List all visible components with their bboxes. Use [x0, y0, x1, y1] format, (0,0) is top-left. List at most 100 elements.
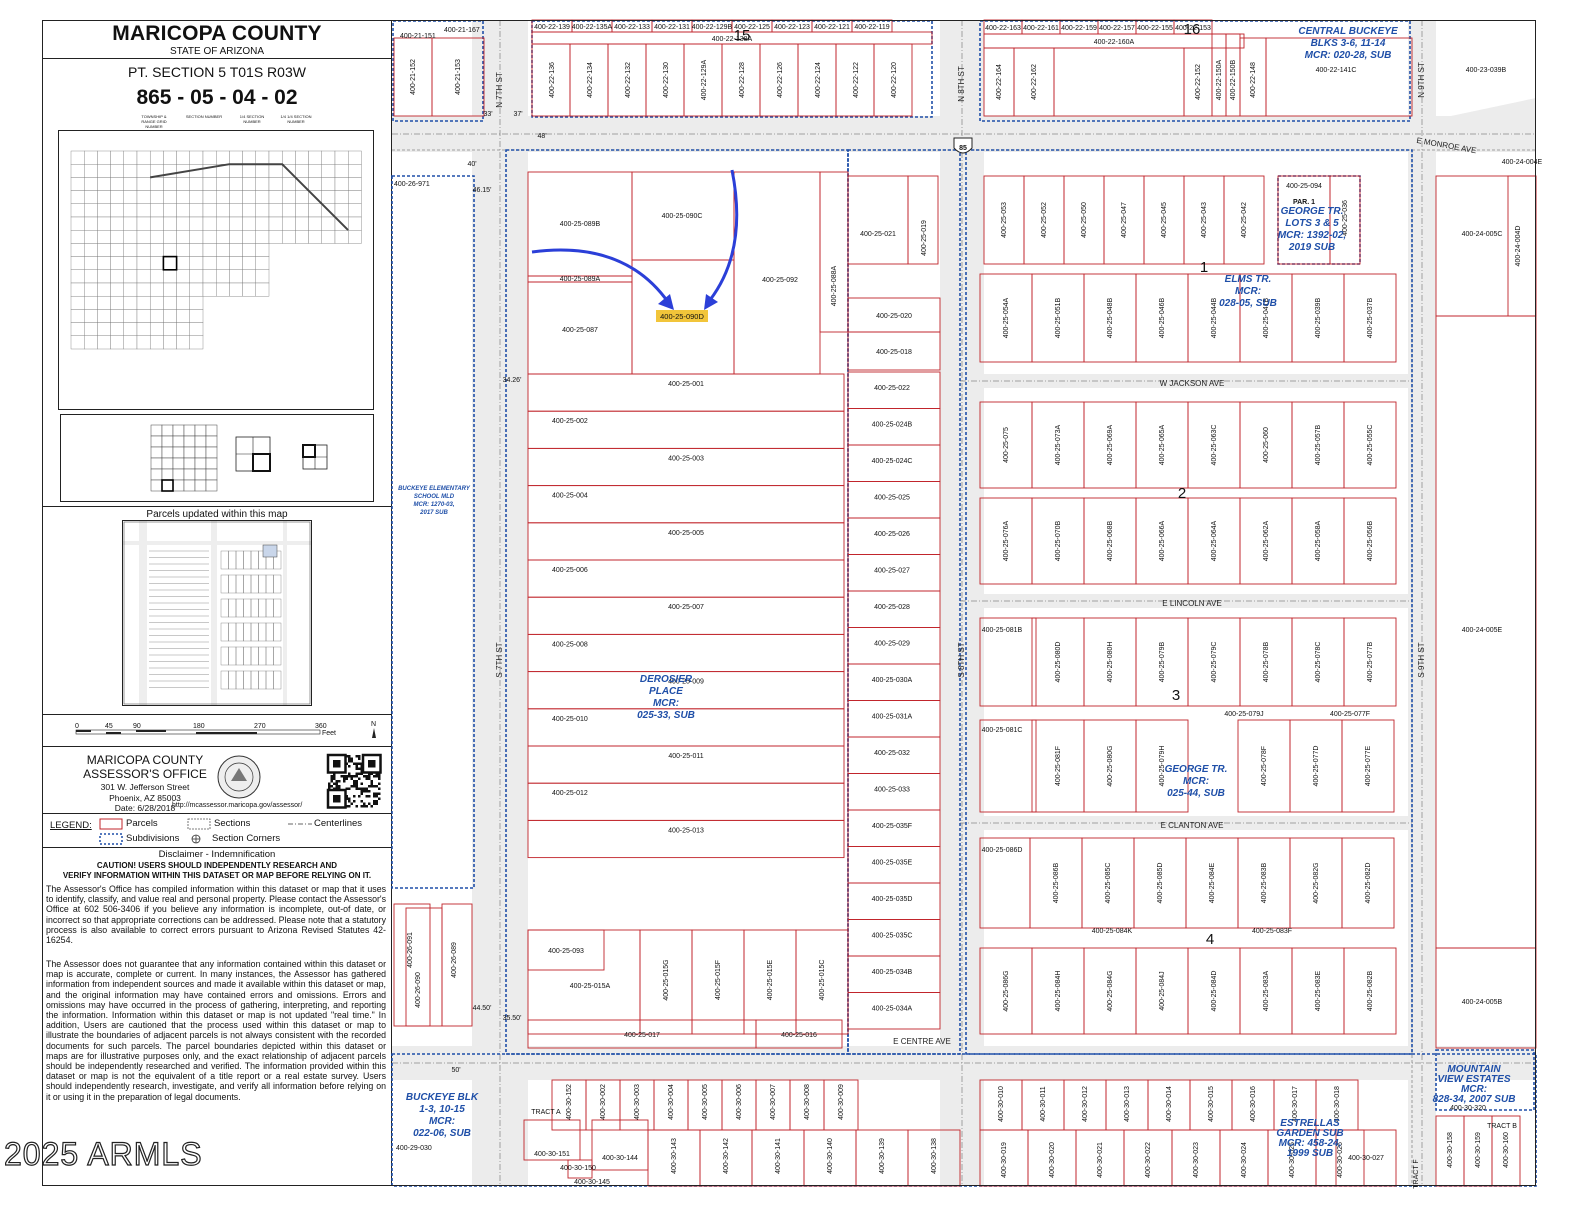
qr-module [360, 792, 363, 795]
qr-module [368, 777, 371, 780]
parcel-label: 400-25-087 [562, 327, 598, 334]
qr-module [350, 757, 353, 760]
parcel-label: 400-25-051B [1055, 297, 1062, 338]
updated-outline [123, 521, 311, 705]
parcel-label: 400-25-062A [1263, 520, 1270, 561]
parcel [1343, 617, 1397, 707]
centerlines [392, 20, 1536, 1186]
parcel-label: 400-30-002 [600, 1084, 607, 1120]
book-label-quarter-quarter: 1/4 1/4 SECTION NUMBER [280, 114, 312, 124]
parcel-label: 400-25-008 [552, 641, 588, 648]
parcel-label: 400-25-022 [874, 385, 910, 392]
map-frame [42, 20, 1536, 1186]
dimension-label: 50' [451, 1067, 460, 1074]
parcel-label: 400-25-078F [1261, 746, 1268, 786]
qr-module [348, 787, 351, 790]
qr-module [370, 805, 373, 808]
parcel-label: 400-22-161 [1023, 25, 1059, 32]
qr-module [355, 762, 358, 765]
parcel-label: 400-25-084K [1092, 928, 1133, 935]
parcel-label: 400-25-084H [1055, 971, 1062, 1012]
legend-parcels: Parcels [126, 818, 158, 829]
parcel-label: 400-30-159 [1475, 1132, 1482, 1168]
subdivision-label: BUCKEYE BLK [406, 1092, 479, 1103]
subdivision-label: MCR: [653, 698, 679, 709]
qr-module [368, 790, 371, 793]
parcel-label: 400-25-063C [1211, 425, 1218, 466]
parcel-label: 400-26-971 [394, 181, 430, 188]
parcel-label: 400-25-048B [1107, 297, 1114, 338]
parcel-label: 400-30-011 [1040, 1086, 1047, 1121]
qr-module [348, 765, 351, 768]
parcel-label: 400-30-158 [1447, 1132, 1454, 1168]
route-shield-icon: 85 [953, 137, 973, 154]
qr-module [358, 787, 361, 790]
qr-module [373, 792, 376, 795]
parcel-label: 400-25-089A [560, 276, 601, 283]
parcel-label: 400-25-003 [668, 455, 704, 462]
dimension-label: 35.50' [503, 1015, 522, 1022]
qr-module [355, 780, 358, 783]
parcel-label: 400-25-084G [1107, 970, 1114, 1011]
updated-road [211, 521, 217, 705]
tract-label: TRACT A [531, 1109, 561, 1116]
subdivision-label: 2019 SUB [1288, 242, 1335, 253]
parcel-label: 400-25-086B [1053, 862, 1060, 903]
parcel-label: 400-25-080H [1107, 642, 1114, 683]
subdivision-label: 028-05, SUB [1219, 298, 1277, 309]
north-label: N [371, 721, 376, 728]
qr-module [338, 780, 341, 783]
parcel-label: 400-25-034A [872, 1006, 913, 1013]
subdivision-label: 2017 SUB [419, 510, 448, 516]
parcel-label: 400-21-152 [410, 59, 417, 95]
parcel-label: 400-24-005B [1462, 999, 1503, 1006]
parcel-label: 400-25-069A [1107, 424, 1114, 465]
parcel-label: 400-21-167 [444, 27, 480, 34]
qr-module [358, 777, 361, 780]
parcel [979, 719, 1037, 813]
section-number: 15 [734, 27, 751, 44]
dimension-label: 44.50' [473, 1005, 492, 1012]
parcel-label: 400-25-054A [1003, 297, 1010, 338]
updated-road [283, 521, 287, 705]
parcel-label: 400-25-035E [872, 860, 913, 867]
section-corner-icon [191, 834, 201, 844]
parcel-label: 400-25-083F [1252, 928, 1292, 935]
key-grid-cell [348, 229, 362, 244]
assessor-line2: ASSESSOR'S OFFICE [83, 767, 207, 781]
parcel-label: 400-29-030 [396, 1145, 432, 1152]
subdivision-label: DEROSIER [640, 674, 693, 685]
subdivision-label: MCR: [1235, 286, 1261, 297]
subdivision-label: MCR: [1461, 1084, 1487, 1095]
parcel [1223, 175, 1265, 265]
highlighted-parcel-label[interactable]: 400-25-090D [660, 312, 704, 321]
qr-module [355, 782, 358, 785]
parcel-label: 400-22-134 [587, 62, 594, 98]
qr-module [365, 790, 368, 793]
parcel-label: 400-30-007 [770, 1084, 777, 1120]
parcel-label: 400-25-024B [872, 422, 913, 429]
parcel-label: 400-25-081C [982, 727, 1023, 734]
qr-module [358, 772, 361, 775]
parcel-label: 400-26-090 [415, 972, 422, 1008]
parcel-label: 400-30-141 [775, 1138, 782, 1174]
qr-finder-center [368, 760, 376, 768]
parcel-label: 400-25-035F [872, 823, 912, 830]
parcel-label: 400-25-058A [1315, 520, 1322, 561]
qr-code-icon[interactable] [326, 753, 382, 809]
subdivision-label: MCR: 1270-03, [413, 502, 454, 508]
qr-module [373, 775, 376, 778]
dimension-label: 33' [483, 111, 492, 118]
qr-module [330, 775, 333, 778]
parcel-label: 400-25-089B [560, 221, 601, 228]
updated-parcel-cell [273, 574, 282, 594]
street-label: S 7TH ST [495, 642, 504, 677]
parcel-layer [393, 19, 1537, 1187]
assessor-url[interactable]: http://mcassessor.maricopa.gov/assessor/ [172, 802, 303, 809]
parcel-label: 400-25-046B [1159, 297, 1166, 338]
parcel-label: 400-22-130 [663, 62, 670, 98]
key-grid-svg [70, 150, 362, 350]
parcel-label: 400-24-005E [1462, 627, 1503, 634]
qr-module [350, 760, 353, 763]
scale-tick-45: 45 [105, 723, 113, 730]
